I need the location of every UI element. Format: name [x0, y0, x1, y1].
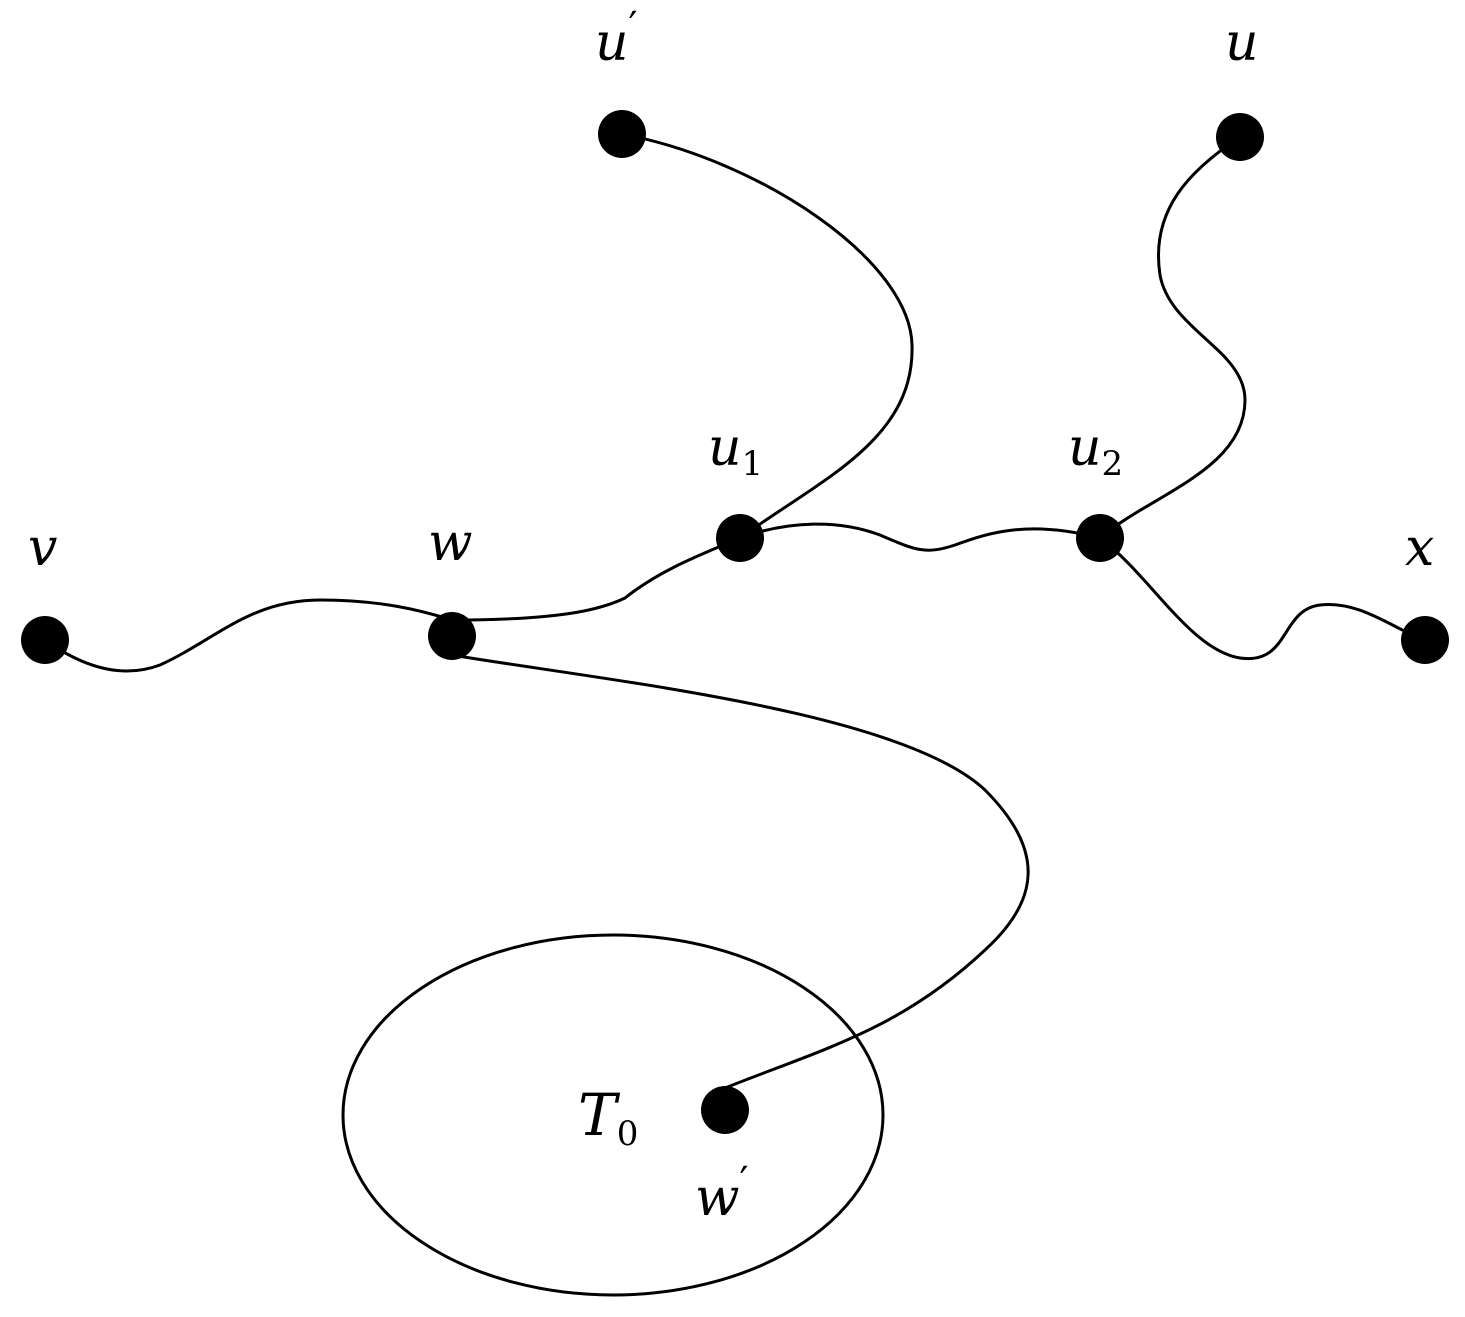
node-w-prime: [701, 1086, 749, 1134]
node-u: [1216, 113, 1264, 161]
label-w: w: [428, 513, 473, 573]
label-u1: u1: [708, 418, 763, 484]
node-u1: [716, 514, 764, 562]
node-x: [1401, 616, 1449, 664]
label-u-prime: u′: [595, 4, 638, 73]
edge-w-w-prime: [450, 653, 1030, 1090]
node-u-prime: [598, 110, 646, 158]
node-u2: [1076, 514, 1124, 562]
label-u: u: [1225, 13, 1259, 73]
region-t0-ellipse: [341, 933, 885, 1297]
edge-u2-x: [1098, 536, 1427, 661]
node-w: [428, 612, 476, 660]
label-v: v: [28, 518, 57, 578]
label-u2: u2: [1068, 418, 1123, 484]
label-w-prime: w′: [695, 1159, 749, 1228]
edge-u1-u2: [738, 522, 1102, 552]
label-t0: T0: [578, 1081, 638, 1154]
node-v: [21, 616, 69, 664]
edge-u-prime-u1: [620, 132, 914, 540]
edge-v-w: [43, 598, 454, 673]
edge-u-u2: [1098, 135, 1247, 540]
edge-w-u1: [450, 536, 742, 622]
label-x: x: [1405, 518, 1434, 578]
